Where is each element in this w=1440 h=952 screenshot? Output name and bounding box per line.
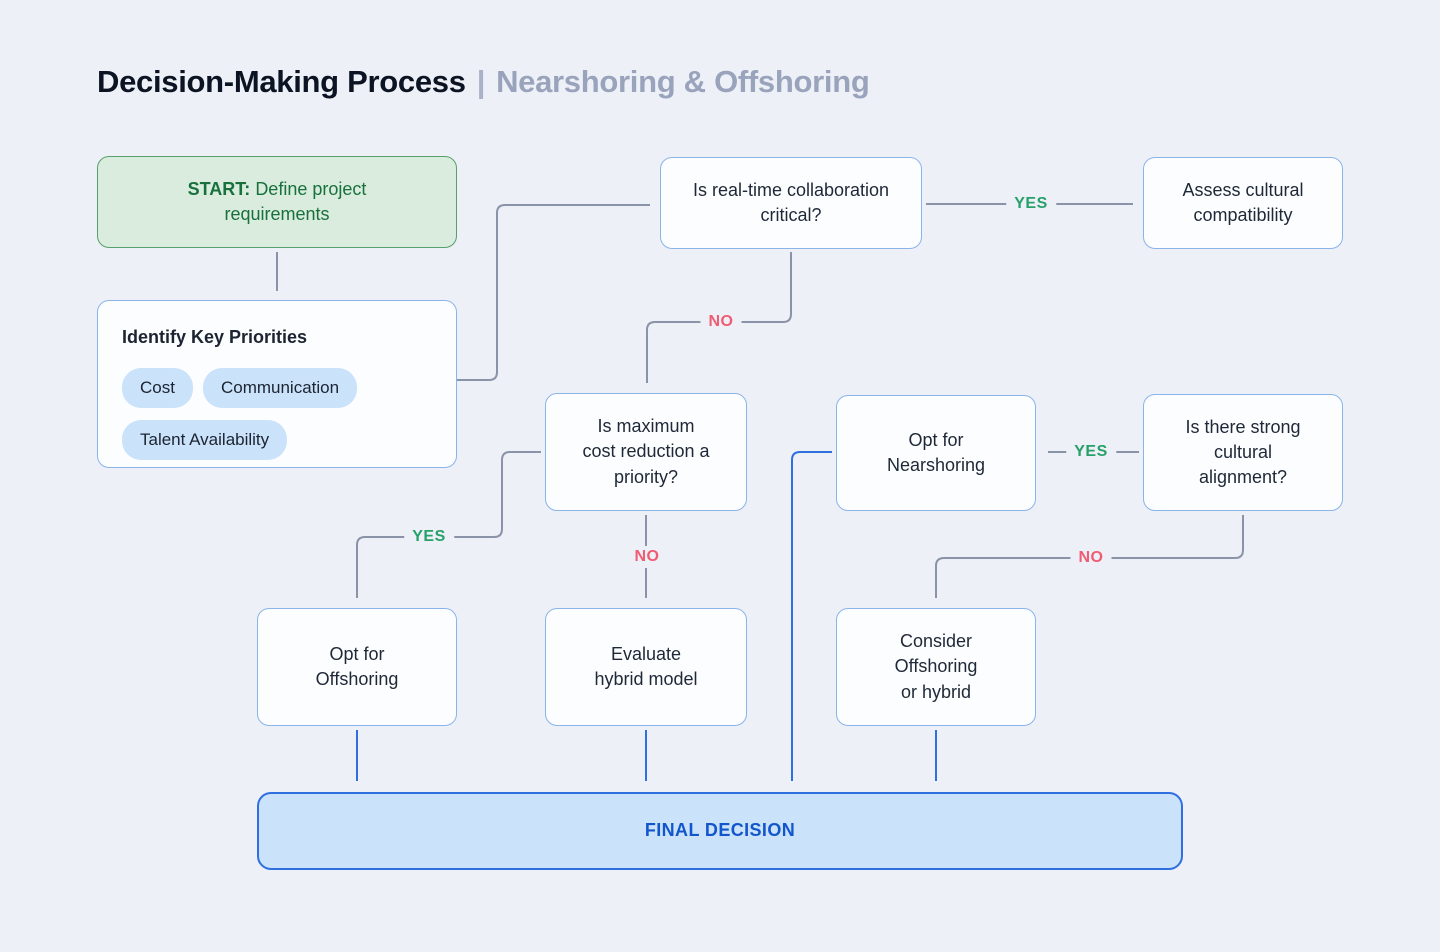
priority-tag-communication: Communication [202,368,358,408]
edge-priorities-to-realtime [457,204,650,381]
hybrid-label: Evaluate hybrid model [594,643,698,689]
title-separator: | [476,64,486,99]
start-text: Define project requirements [224,178,367,224]
node-start: START: Define project requirements [97,156,457,248]
title-subtitle: Nearshoring & Offshoring [496,64,870,99]
node-opt-offshoring: Opt for Offshoring [257,608,457,726]
start-label-wrap: START: Define project requirements [162,177,392,227]
edge-label-alignment-yes: YES [1066,441,1116,463]
edge-label-cost-no: NO [626,546,668,568]
node-cost-reduction: Is maximum cost reduction a priority? [545,393,747,511]
node-assess-cultural-compatibility: Assess cultural compatibility [1143,157,1343,249]
priority-tags: Cost Communication Talent Availability [122,368,432,460]
node-realtime-collaboration: Is real-time collaboration critical? [660,157,922,249]
node-evaluate-hybrid: Evaluate hybrid model [545,608,747,726]
priority-tag-cost: Cost [122,368,193,408]
cost-label: Is maximum cost reduction a priority? [582,416,710,487]
priority-tag-talent-availability: Talent Availability [122,419,288,460]
edge-cost-to-offshoring [356,451,541,598]
realtime-label: Is real-time collaboration critical? [692,179,890,225]
edge-label-realtime-no: NO [700,311,742,333]
alignment-label: Is there strong cultural alignment? [1185,416,1301,488]
edge-label-realtime-yes: YES [1006,193,1056,215]
title-main: Decision-Making Process [97,64,466,99]
final-decision-label: FINAL DECISION [644,820,796,841]
node-final-decision: FINAL DECISION [257,792,1183,870]
start-prefix: START: [187,178,251,199]
node-opt-nearshoring: Opt for Nearshoring [836,395,1036,511]
offshoring-label: Opt for Offshoring [315,643,399,689]
priorities-title: Identify Key Priorities [122,327,308,347]
node-consider-offshoring-hybrid: Consider Offshoring or hybrid [836,608,1036,726]
node-identify-priorities: Identify Key Priorities Cost Communicati… [97,300,457,468]
edge-label-cost-yes: YES [404,526,454,548]
consider-label: Consider Offshoring or hybrid [894,631,978,702]
edge-nearshoring-to-final [791,451,832,781]
nearshoring-label: Opt for Nearshoring [886,429,986,475]
assess-label: Assess cultural compatibility [1182,179,1304,225]
node-cultural-alignment: Is there strong cultural alignment? [1143,394,1343,511]
page-title: Decision-Making Process | Nearshoring & Of… [97,64,870,100]
edge-label-alignment-no: NO [1070,547,1112,569]
